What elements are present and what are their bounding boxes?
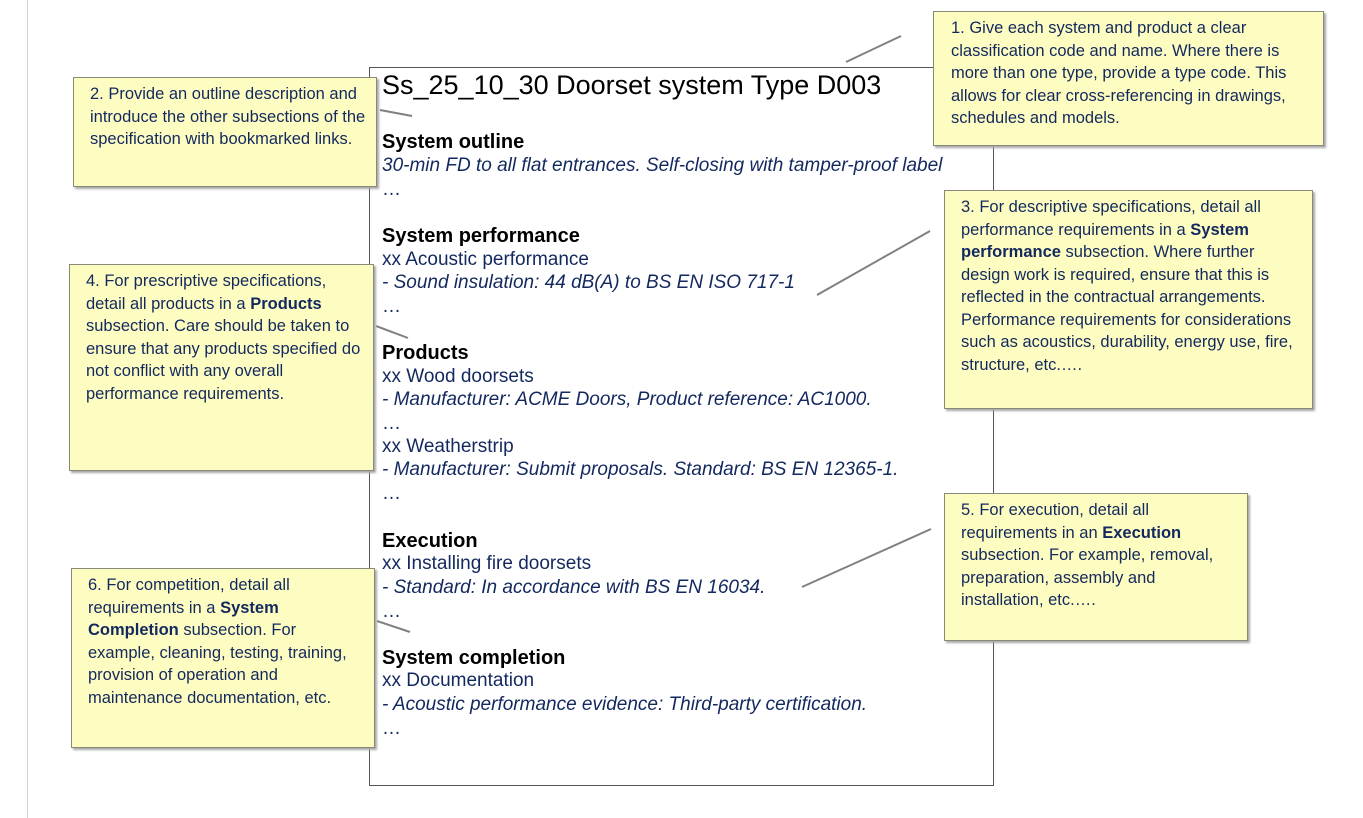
note-3-text-start: 3. For descriptive specifications, detai… [961, 198, 1261, 239]
products-detail-2: - Manufacturer: Submit proposals. Standa… [382, 459, 899, 480]
note-6-emphasis: System Completion [88, 598, 279, 640]
leader-line-6 [376, 620, 411, 633]
note-3-text-end: subsection. Where further design work is… [961, 243, 1293, 374]
note-4-emphasis: Products [250, 294, 322, 313]
leader-line-1 [845, 35, 902, 63]
callout-note-6: 6. For competition, detail all requireme… [71, 568, 375, 748]
completion-item: xx Documentation [382, 670, 535, 691]
callout-note-1: 1. Give each system and product a clear … [933, 11, 1324, 146]
callout-note-5: 5. For execution, detail all requirement… [944, 493, 1248, 641]
performance-more: … [382, 296, 401, 317]
callout-note-3: 3. For descriptive specifications, detai… [944, 190, 1313, 409]
products-item-2: xx Weatherstrip [382, 436, 514, 457]
note-3-emphasis: System performance [961, 220, 1249, 262]
products-more-2: … [382, 483, 401, 504]
products-more-1: … [382, 413, 401, 434]
note-4-text-start: 4. For prescriptive specifications, deta… [86, 272, 327, 313]
leader-line-4 [375, 325, 409, 339]
leader-line-3 [816, 230, 931, 296]
performance-heading: System performance [382, 225, 580, 247]
callout-note-2: 2. Provide an outline description and in… [73, 77, 377, 187]
note-6-text-end: subsection. For example, cleaning, testi… [88, 621, 347, 707]
products-item-1: xx Wood doorsets [382, 366, 534, 387]
performance-item: xx Acoustic performance [382, 249, 589, 270]
completion-more: … [382, 718, 401, 739]
completion-heading: System completion [382, 647, 566, 669]
products-detail-1: - Manufacturer: ACME Doors, Product refe… [382, 389, 872, 410]
leader-line-5 [801, 528, 932, 588]
execution-more: … [382, 601, 401, 622]
note-2-text: 2. Provide an outline description and in… [90, 85, 366, 148]
specification-page: Ss_25_10_30 Doorset system Type D003 Sys… [369, 67, 994, 786]
spec-title: Ss_25_10_30 Doorset system Type D003 [382, 70, 882, 100]
execution-heading: Execution [382, 530, 478, 552]
note-6-text-start: 6. For competition, detail all requireme… [88, 576, 290, 617]
margin-rule [27, 0, 28, 818]
callout-note-4: 4. For prescriptive specifications, deta… [69, 264, 374, 471]
products-heading: Products [382, 342, 469, 364]
note-5-emphasis: Execution [1102, 523, 1182, 542]
execution-item: xx Installing fire doorsets [382, 553, 592, 574]
note-5-text-start: 5. For execution, detail all requirement… [961, 501, 1150, 542]
completion-detail: - Acoustic performance evidence: Third-p… [382, 694, 868, 715]
outline-text: 30-min FD to all flat entrances. Self-cl… [382, 155, 943, 176]
execution-detail: - Standard: In accordance with BS EN 160… [382, 577, 766, 598]
outline-more: … [382, 179, 401, 200]
note-1-text: 1. Give each system and product a clear … [951, 19, 1287, 127]
leader-line-2 [379, 109, 413, 117]
performance-detail: - Sound insulation: 44 dB(A) to BS EN IS… [382, 272, 795, 293]
note-5-text-end: subsection. For example, removal, prepar… [961, 546, 1214, 609]
note-4-text-end: subsection. Care should be taken to ensu… [86, 317, 361, 403]
outline-heading: System outline [382, 131, 525, 153]
